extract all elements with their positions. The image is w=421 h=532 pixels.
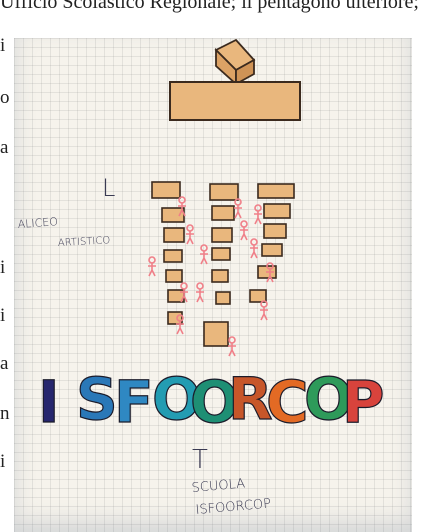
article-side-letter: a bbox=[0, 138, 14, 158]
logo-letter: C bbox=[266, 368, 309, 436]
article-top-text: Ufficio Scolastico Regionale; il pentago… bbox=[0, 0, 421, 13]
cube-icon bbox=[216, 40, 254, 84]
article-side-letter: n bbox=[0, 404, 14, 424]
letter-t: T bbox=[192, 445, 208, 475]
article-side-letter: o bbox=[0, 88, 14, 108]
large-bar-shape bbox=[170, 82, 300, 120]
label-liceo-line2: ARTISTICO bbox=[58, 235, 111, 249]
logo-letter: P bbox=[342, 368, 385, 436]
logo-letter: I bbox=[38, 368, 60, 436]
bottom-text-line2: ISFOORCOP bbox=[195, 496, 272, 518]
letter-l: L bbox=[102, 174, 115, 202]
drawing-photo: L ALICEO ARTISTICO bbox=[14, 38, 412, 532]
article-side-letter: i bbox=[0, 258, 14, 278]
label-liceo-line1: ALICEO bbox=[17, 215, 58, 231]
drawing-svg: L ALICEO ARTISTICO bbox=[14, 38, 412, 532]
logo-letter: S bbox=[76, 365, 118, 433]
article-side-letter: i bbox=[0, 452, 14, 472]
logo-letter: F bbox=[114, 368, 154, 436]
article-side-letter: a bbox=[0, 354, 14, 374]
bottom-text-line1: SCUOLA bbox=[191, 476, 246, 496]
article-side-letter: i bbox=[0, 306, 14, 326]
article-side-letter: i bbox=[0, 36, 14, 56]
